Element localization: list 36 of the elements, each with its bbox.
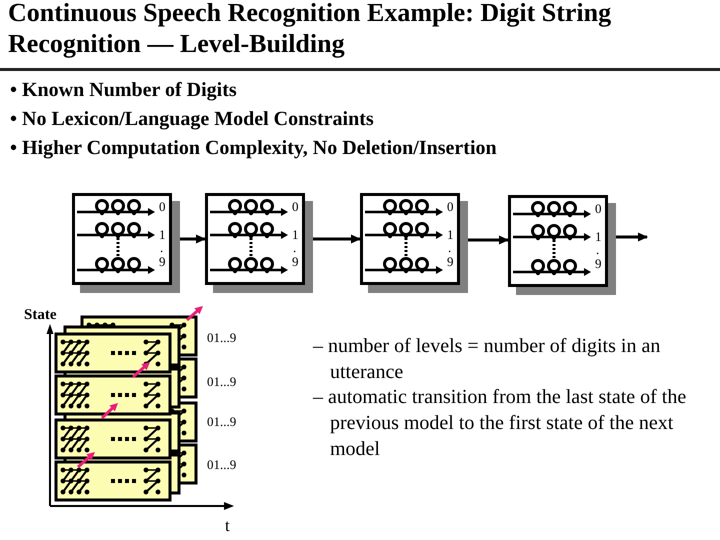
digit-label: 0 bbox=[292, 200, 298, 214]
note-text: – automatic transition from the last state of the previous model to the first state of the next model bbox=[313, 385, 688, 462]
axis-label: t bbox=[225, 517, 230, 535]
hmm-model-box bbox=[508, 195, 616, 295]
note-text: – number of levels = number of digits in an utterance bbox=[313, 334, 662, 385]
ellipsis-mark: . bbox=[293, 241, 296, 255]
bullet-text: • Known Number of Digits bbox=[10, 78, 237, 102]
level-digits-label: 01...9 bbox=[207, 375, 236, 389]
hmm-model-box bbox=[205, 193, 313, 293]
axis-label: State bbox=[24, 308, 56, 323]
slide-title: Continuous Speech Recognition Example: Digit String Recognition — Level-Building bbox=[8, 0, 612, 59]
arrow bbox=[468, 236, 509, 244]
digit-label: 0 bbox=[595, 202, 602, 216]
digit-label: 1 bbox=[447, 228, 454, 242]
digit-label: 0 bbox=[447, 200, 454, 214]
hmm-model-box bbox=[360, 193, 468, 293]
bullet-text: • No Lexicon/Language Model Constraints bbox=[10, 107, 374, 131]
level-digits-label: 01...9 bbox=[207, 331, 236, 345]
digit-label: 1 bbox=[292, 228, 298, 242]
level-digits-label: 01...9 bbox=[207, 458, 236, 472]
level-digits-label: 01...9 bbox=[207, 415, 236, 429]
digit-label: 9 bbox=[447, 255, 454, 269]
ellipsis-mark: . bbox=[596, 243, 600, 257]
ellipsis-mark: . bbox=[160, 241, 164, 255]
arrow bbox=[313, 234, 361, 244]
digit-label: 1 bbox=[159, 228, 166, 242]
bullet-text: • Higher Computation Complexity, No Deletion/Insertion bbox=[10, 136, 497, 160]
arrow bbox=[180, 234, 206, 244]
digit-label: 9 bbox=[595, 257, 602, 271]
hmm-model-box bbox=[72, 193, 180, 293]
digit-label: 0 bbox=[159, 200, 166, 214]
arrow bbox=[616, 232, 648, 242]
digit-label: 9 bbox=[292, 255, 298, 269]
ellipsis-mark: . bbox=[448, 241, 452, 255]
digit-label: 9 bbox=[159, 255, 166, 269]
digit-label: 1 bbox=[595, 230, 602, 244]
